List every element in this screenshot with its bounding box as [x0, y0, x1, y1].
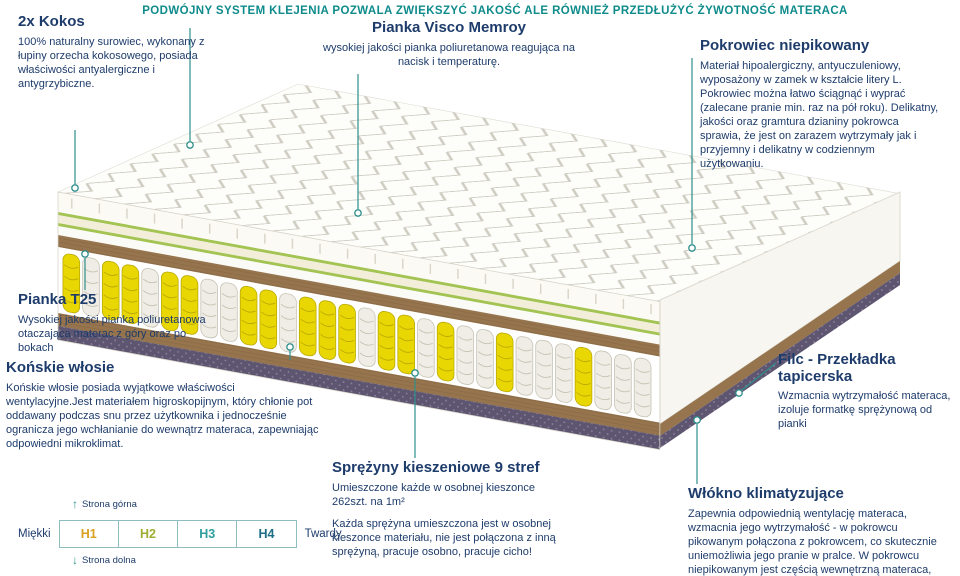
section-kokos-title: 2x Kokos	[18, 13, 85, 30]
pocket-springs	[62, 253, 652, 418]
hard-label: Twardy	[304, 528, 342, 540]
leader-wlosie	[286, 343, 294, 360]
firmness-scale: Miękki H1 H2 H3 H4 Twardy	[18, 520, 342, 548]
top-side-note: ↑ Strona górna	[72, 498, 137, 510]
section-visco-body: wysokiej jakości pianka poliuretanowa re…	[323, 41, 575, 68]
section-sprezyny-title: Sprężyny kieszeniowe 9 stref	[332, 459, 540, 476]
top-side-label: Strona górna	[82, 498, 137, 510]
leader-t25	[81, 250, 89, 290]
section-pokrowiec: Pokrowiec niepikowany Materiał hipoalerg…	[700, 37, 940, 171]
section-sprezyny-body1: Umieszczone każde w osobnej kieszonce 26…	[332, 481, 535, 508]
arrow-up-icon: ↑	[72, 497, 78, 511]
leader-lines	[71, 28, 777, 484]
layer-visco-cream	[58, 215, 660, 333]
section-kokos-body: 100% naturalny surowiec, wykonany z łupi…	[18, 35, 205, 90]
section-visco-title: Pianka Visco Memroy	[372, 19, 526, 36]
layer-foam-green-bottom	[58, 223, 660, 336]
section-sprezyny: Sprężyny kieszeniowe 9 stref Umieszczone…	[332, 459, 570, 559]
section-wlosie-body: Końskie włosie posiada wyjątkowe właściw…	[6, 381, 319, 450]
firmness-scale-box: H1 H2 H3 H4	[58, 520, 297, 548]
mattress-front-face	[57, 191, 661, 451]
section-filc: Filc - Przekładka tapicerska Wzmacnia wy…	[778, 351, 956, 431]
soft-label: Miękki	[18, 528, 51, 540]
firmness-h1-label: H1	[80, 527, 97, 541]
bottom-side-label: Strona dolna	[82, 554, 136, 566]
layer-felt	[58, 226, 660, 345]
section-kokos: 2x Kokos 100% naturalny surowiec, wykona…	[18, 13, 214, 91]
firmness-h1: H1	[60, 521, 118, 547]
leader-pokrowiec	[688, 58, 696, 252]
leader-filc	[735, 362, 777, 397]
layer-foam-green-top	[58, 212, 660, 325]
leader-wlokno	[693, 416, 701, 484]
page-title: PODWÓJNY SYSTEM KLEJENIA POZWALA ZWIĘKSZ…	[142, 5, 848, 17]
section-pokrowiec-body: Materiał hipoalergiczny, antyuczuleniowy…	[700, 59, 939, 171]
section-filc-title: Filc - Przekładka tapicerska	[778, 351, 896, 385]
firmness-h2: H2	[117, 521, 177, 547]
section-wlokno-title: Włókno klimatyzujące	[688, 485, 844, 502]
firmness-h4: H4	[236, 521, 295, 547]
section-pokrowiec-title: Pokrowiec niepikowany	[700, 37, 870, 54]
section-t25-body: Wysokiej jakości pianka poliuretanowa ot…	[18, 313, 206, 354]
section-wlosie: Końskie włosie Końskie włosie posiada wy…	[6, 359, 321, 451]
section-t25: Pianka T25 Wysokiej jakości pianka poliu…	[18, 291, 210, 355]
bottom-side-note: ↓ Strona dolna	[72, 554, 136, 566]
section-filc-body: Wzmacnia wytrzymałość materaca, izoluje …	[778, 390, 951, 431]
arrow-down-icon: ↓	[72, 553, 78, 567]
section-sprezyny-body2: Każda sprężyna umieszczona jest w osobne…	[332, 517, 556, 558]
leader-header	[186, 28, 194, 149]
section-wlokno-body: Zapewnia odpowiednią wentylację materaca…	[688, 507, 937, 576]
section-visco: Pianka Visco Memroy wysokiej jakości pia…	[316, 19, 582, 69]
section-wlosie-title: Końskie włosie	[6, 359, 115, 376]
firmness-h4-label: H4	[258, 527, 275, 541]
leader-sprezyny	[411, 369, 419, 458]
section-wlokno: Włókno klimatyzujące Zapewnia odpowiedni…	[688, 485, 944, 576]
firmness-h3: H3	[177, 521, 236, 547]
firmness-h2-label: H2	[139, 527, 156, 541]
firmness-h3-label: H3	[199, 527, 216, 541]
section-t25-title: Pianka T25	[18, 291, 97, 308]
leader-visco	[354, 74, 362, 217]
leader-kokos	[71, 130, 79, 192]
